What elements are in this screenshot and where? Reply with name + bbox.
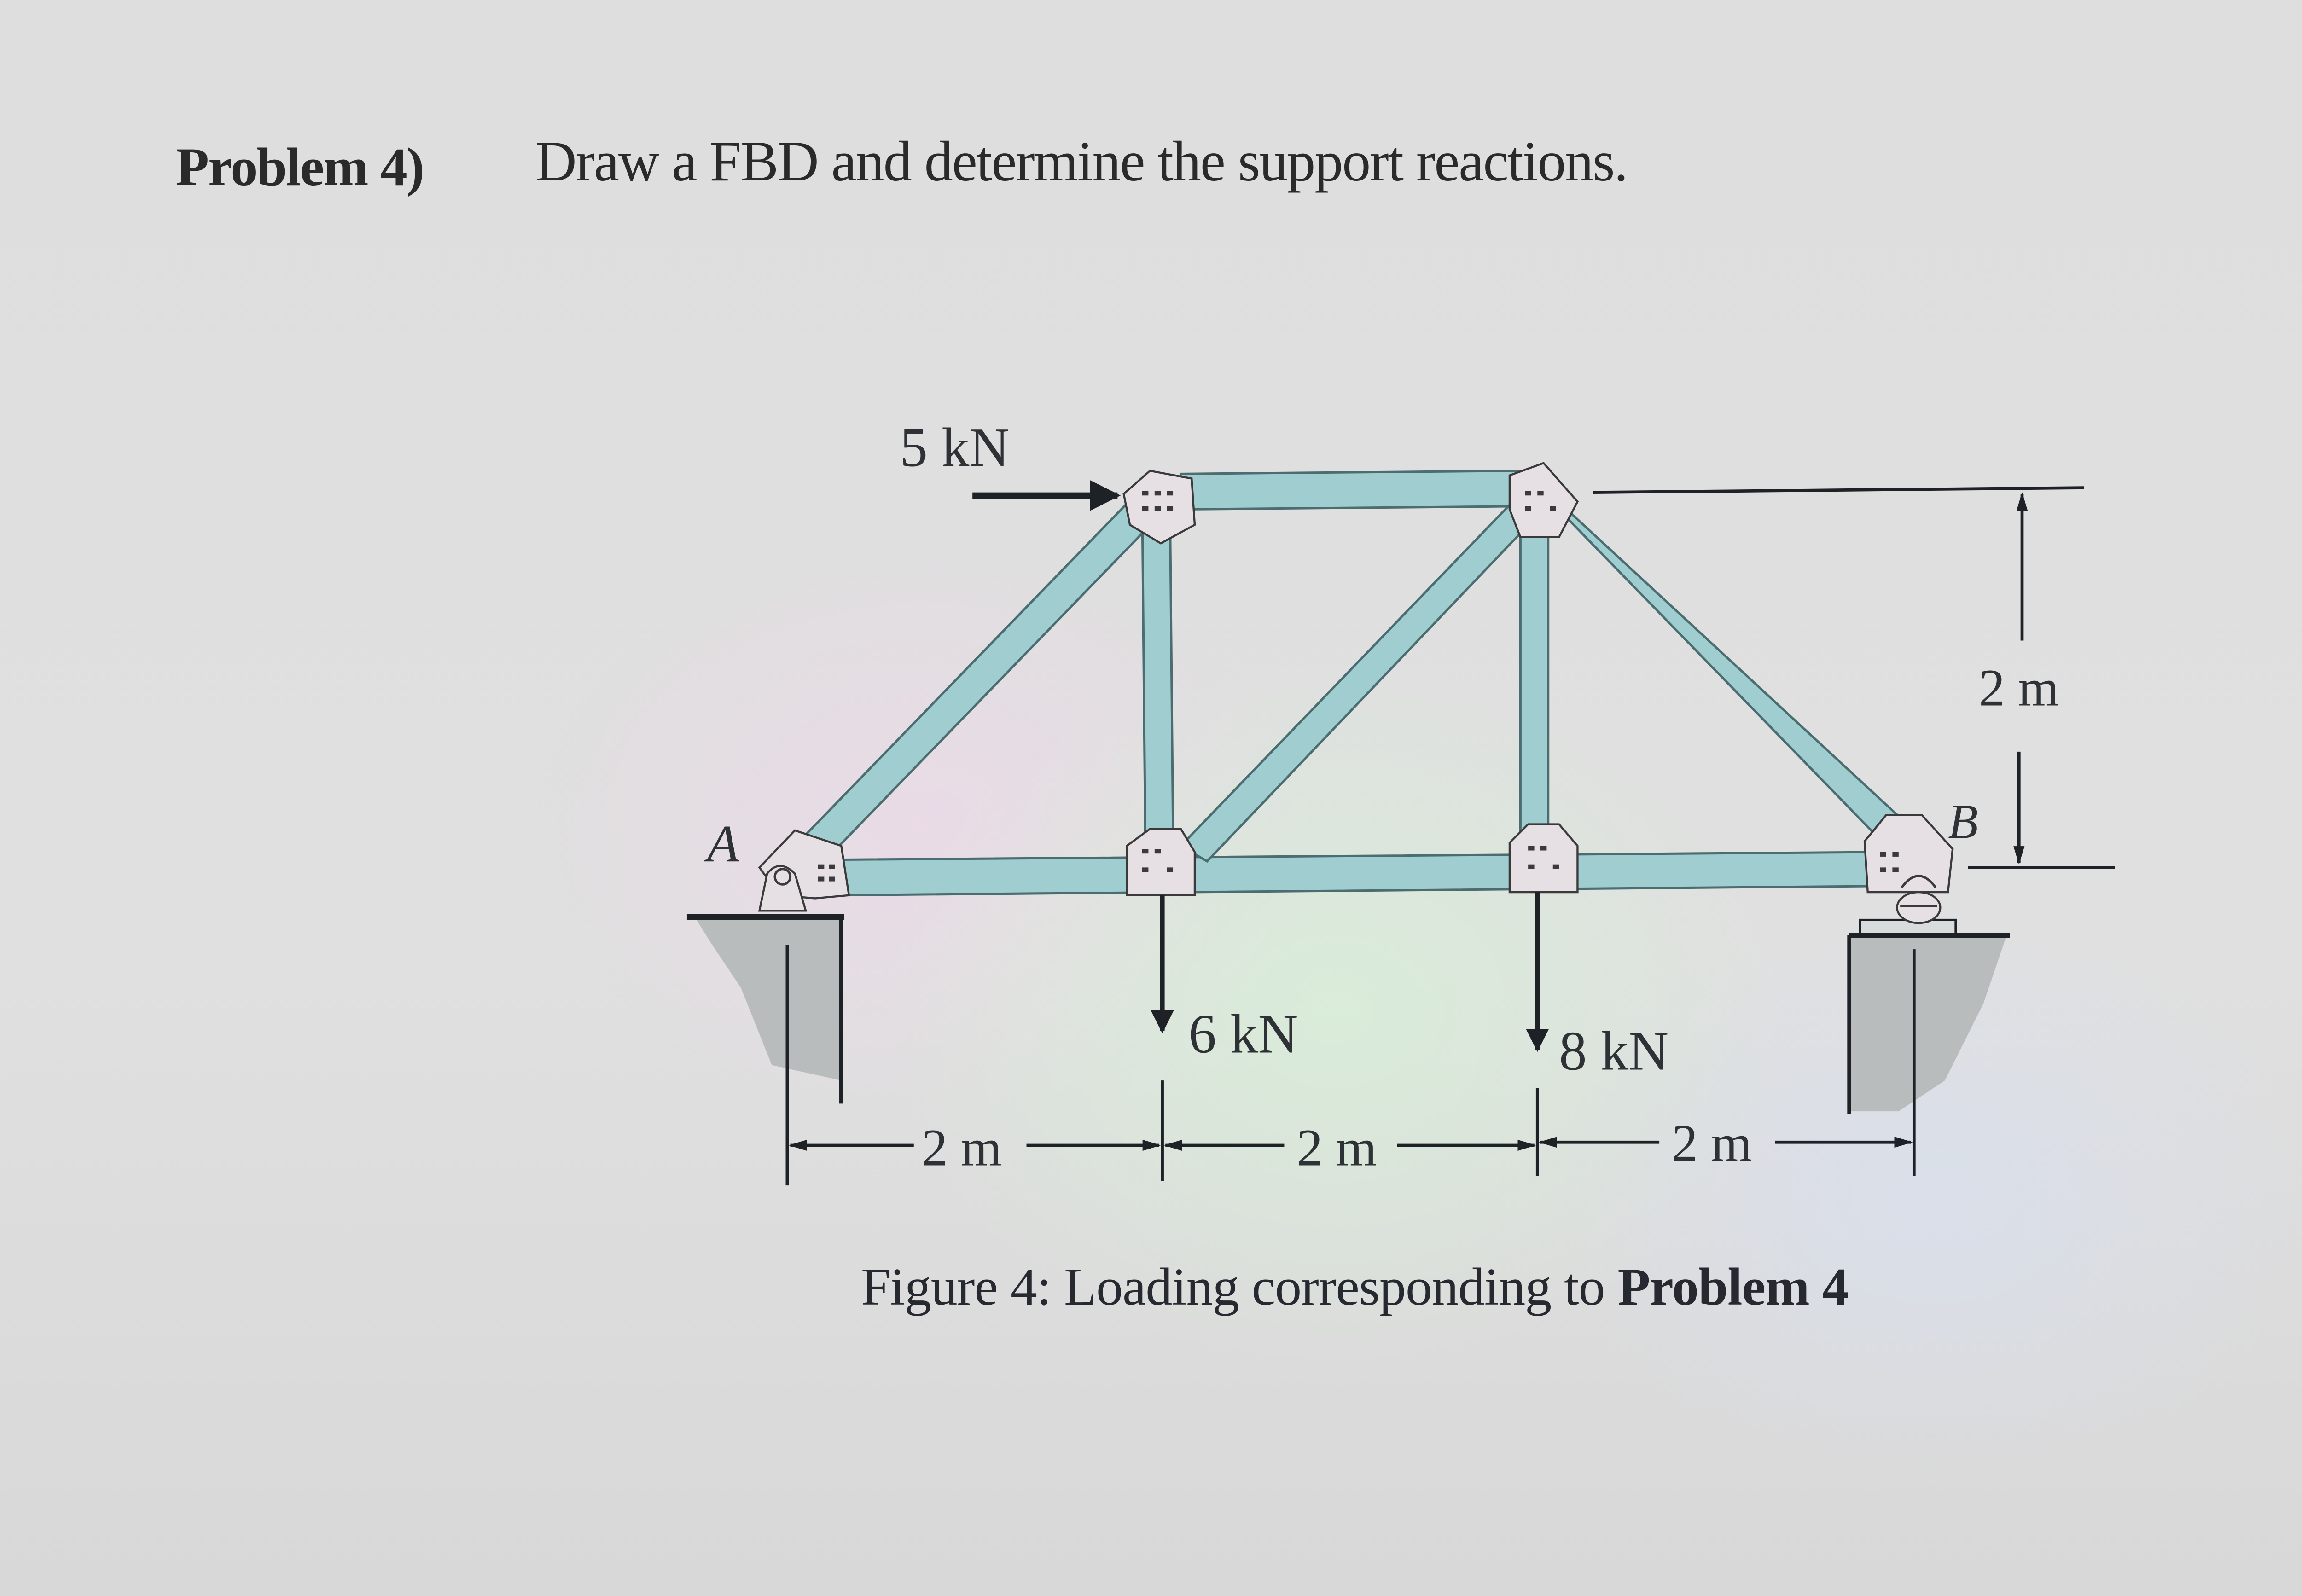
- member-vertical-2: [1519, 511, 1550, 841]
- support-label-a: A: [704, 814, 740, 873]
- dimension-label-height: 2 m: [1979, 658, 2059, 717]
- problem-number: Problem 4): [176, 137, 424, 197]
- dimension-label-span-1: 2 m: [922, 1119, 1002, 1177]
- joint-b: [1863, 814, 1954, 894]
- member-middle-diagonal: [1179, 500, 1538, 863]
- member-right-diagonal: [1542, 493, 1916, 847]
- figure-caption: Figure 4: Loading corresponding to Probl…: [861, 1257, 1849, 1318]
- bottom-chord: [832, 851, 1892, 897]
- vertical-dimension: [1593, 486, 2115, 869]
- horizontal-dimension: [785, 945, 1916, 1186]
- ground-support-a: [686, 913, 844, 1104]
- truss-members: [793, 470, 1916, 897]
- member-vertical-1: [1141, 508, 1174, 844]
- dimension-label-span-3: 2 m: [1672, 1114, 1752, 1172]
- joint-bottom-3: [1508, 823, 1579, 894]
- caption-bold-text: Problem 4: [1617, 1258, 1849, 1317]
- gusset-plates: [758, 462, 1954, 900]
- caption-text: Figure 4: Loading corresponding to: [861, 1258, 1618, 1317]
- joint-top-right: [1508, 462, 1579, 539]
- load-label-6kn: 6 kN: [1189, 1004, 1298, 1065]
- member-left-diagonal: [793, 489, 1168, 866]
- pin-support-a: [758, 865, 808, 912]
- top-chord: [1180, 470, 1522, 511]
- support-label-b: B: [1948, 795, 1978, 849]
- problem-statement: Draw a FBD and determine the support rea…: [535, 130, 1628, 193]
- load-label-5kn: 5 kN: [900, 417, 1010, 479]
- joint-bottom-2: [1126, 828, 1196, 896]
- dimension-label-span-2: 2 m: [1296, 1119, 1377, 1177]
- bolt-pattern: [818, 491, 1899, 882]
- roller-support-b: [1896, 875, 1942, 924]
- ground-support-b: [1847, 918, 2010, 1114]
- load-label-8kn: 8 kN: [1559, 1021, 1668, 1082]
